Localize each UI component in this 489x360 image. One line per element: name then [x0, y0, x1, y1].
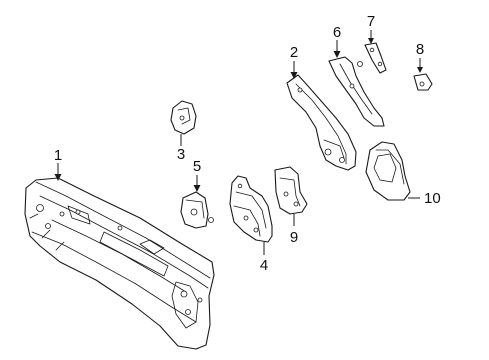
callout-3: 3: [177, 134, 185, 163]
callout-10: 10: [408, 190, 441, 207]
part-5-mount: [180, 191, 214, 229]
callout-4: 4: [260, 242, 268, 274]
callout-9-label: 9: [290, 229, 298, 246]
callout-2: 2: [290, 44, 298, 79]
callout-10-label: 10: [424, 190, 441, 207]
callout-7: 7: [367, 13, 375, 44]
callout-8-label: 8: [416, 41, 424, 58]
part-9-bracket: [274, 166, 308, 215]
callout-9: 9: [290, 214, 298, 246]
part-8-clip: [413, 73, 433, 91]
callout-3-label: 3: [177, 146, 185, 163]
callout-6: 6: [333, 24, 341, 58]
part-1-rear-panel: [24, 177, 215, 350]
part-3-bracket: [170, 100, 197, 135]
part-2-pillar: [286, 74, 357, 171]
callout-1-label: 1: [54, 147, 62, 164]
callout-7-label: 7: [367, 13, 375, 30]
callout-5: 5: [193, 158, 201, 192]
part-4-bracket: [229, 175, 273, 243]
callout-1: 1: [54, 147, 62, 181]
callout-2-label: 2: [290, 44, 298, 61]
part-6-bracket: [328, 56, 385, 127]
callout-5-label: 5: [193, 158, 201, 175]
callout-6-label: 6: [333, 24, 341, 41]
callout-8: 8: [416, 41, 424, 73]
part-7-small-bracket: [364, 42, 387, 74]
part-10-wheelhouse: [365, 141, 411, 201]
callout-4-label: 4: [260, 257, 268, 274]
